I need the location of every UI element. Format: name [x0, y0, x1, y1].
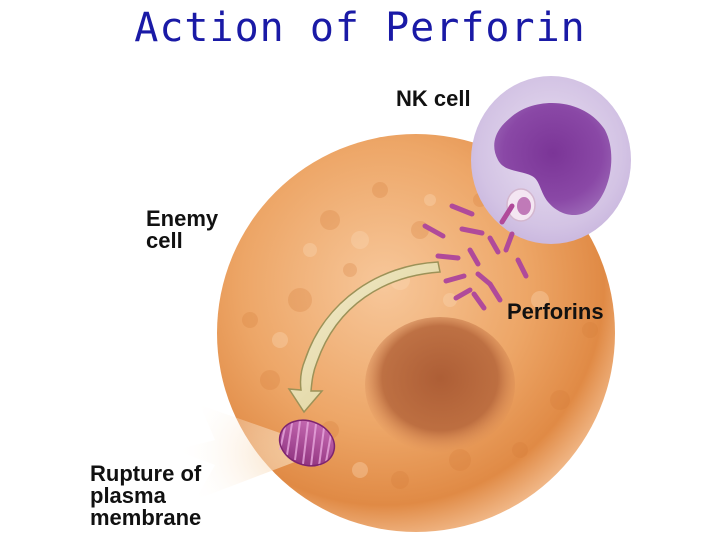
- label-rupture: Rupture of plasma membrane: [90, 463, 201, 529]
- perforin-molecule: [453, 287, 473, 301]
- label-line: Rupture of: [90, 461, 202, 486]
- nk-nucleus: [494, 102, 612, 216]
- label-line: cell: [146, 228, 183, 253]
- label-line: Enemy: [146, 206, 219, 231]
- perforin-molecule: [467, 247, 481, 267]
- perforin-molecules: [422, 203, 529, 311]
- enemy-nucleus: [365, 317, 515, 453]
- label-nk-cell: NK cell: [396, 86, 471, 111]
- label-perforins: Perforins: [507, 299, 604, 324]
- perforin-molecule: [515, 257, 529, 279]
- label-enemy-cell: Enemy cell: [146, 208, 218, 252]
- perforin-molecule: [503, 231, 515, 253]
- perforin-molecule: [435, 253, 461, 261]
- perforin-molecule: [475, 271, 493, 287]
- perforin-molecule: [471, 291, 487, 311]
- label-line: membrane: [90, 505, 202, 530]
- rupture-burst: [175, 405, 300, 500]
- perforin-pore: [278, 419, 336, 467]
- perforin-molecule: [422, 223, 446, 239]
- perforin-molecule: [487, 235, 501, 255]
- perforin-molecule: [459, 226, 485, 236]
- label-line: plasma: [90, 483, 166, 508]
- page-title: Action of Perforin: [134, 5, 586, 51]
- action-arrow: [287, 261, 441, 414]
- perforin-molecule: [443, 273, 467, 284]
- perforin-molecule: [449, 203, 475, 217]
- perforin-molecule: [499, 203, 515, 225]
- nk-cell: [471, 76, 631, 244]
- perforin-molecule: [487, 281, 503, 303]
